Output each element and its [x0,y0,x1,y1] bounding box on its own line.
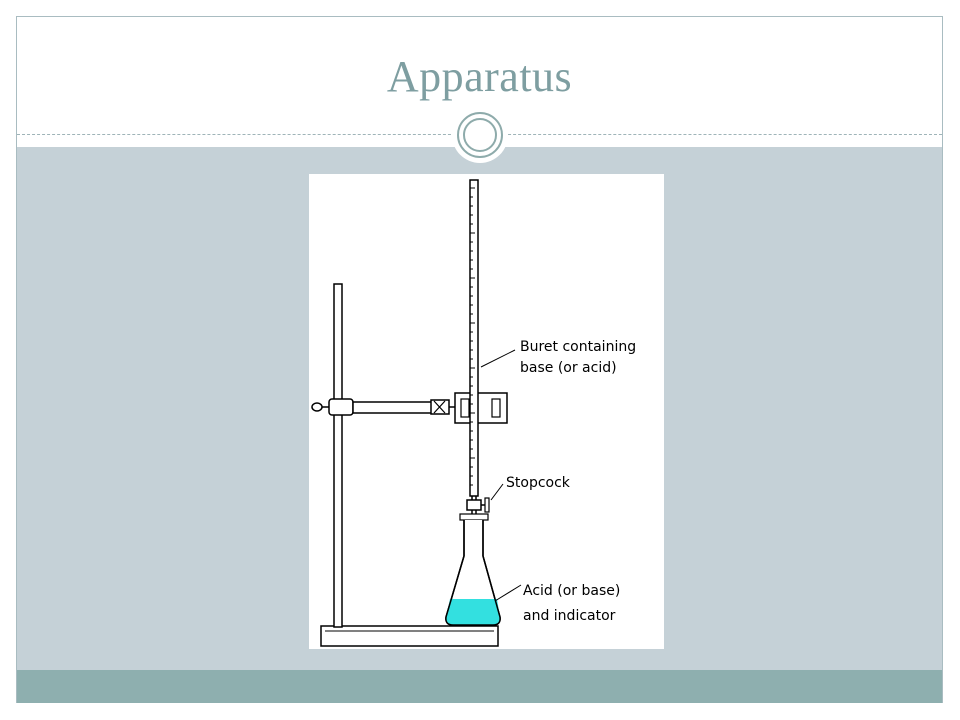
flask-label-line1: Acid (or base) [523,583,620,599]
wing-nut [430,399,455,415]
clamp-arm [352,401,434,414]
stopcock-label: Stopcock [506,475,571,491]
buret-label-line2: base (or acid) [520,360,617,376]
flask-label-line2: and indicator [523,608,616,624]
erlenmeyer-flask [445,513,501,626]
flask-leader-line [494,584,522,602]
buret [469,179,479,526]
titration-diagram: Buret containing base (or acid) Stopcock… [309,174,664,649]
stopcock-leader-line [490,483,504,501]
stand-rod [333,283,343,628]
circle-ornament-icon [452,107,508,163]
slide-title: Apparatus [386,52,573,101]
buret-label-line1: Buret containing [520,339,636,355]
stand-base [320,625,499,647]
buret-leader-line [480,349,516,368]
flask-liquid [445,599,501,625]
stopcock [466,497,490,513]
footer-band [17,670,942,703]
rod-clamp [311,398,354,416]
buret-clamp [454,392,508,424]
